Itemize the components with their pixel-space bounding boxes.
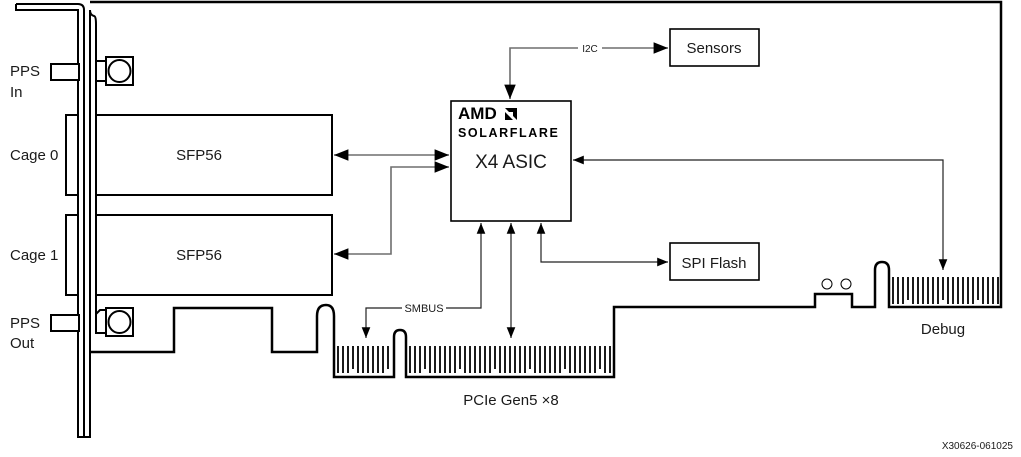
pps-in-label: PPS [10,63,40,80]
i2c-connection [504,42,668,99]
smbus-label: SMBUS [404,303,443,315]
figure-id: X30626-061025 [942,441,1014,452]
asic-name: X4 ASIC [475,152,547,173]
debug-edge-fingers [892,277,999,304]
pps-out-connector [50,307,134,337]
spi-flash-label: SPI Flash [681,255,746,272]
cage-0-label: Cage 0 [10,147,58,164]
pps-out-label-2: Out [10,335,35,352]
pps-out-label: PPS [10,315,40,332]
sfp1-label: SFP56 [176,247,222,264]
amd-brand: AMD [458,104,497,123]
asic-block [450,100,572,222]
spi-connection [536,223,668,267]
amd-logo-icon [505,108,517,120]
sfp-cage-1 [65,214,333,296]
sensors-block [669,28,760,67]
debug-connection [573,155,948,270]
led-icon [821,278,833,290]
sfp-cage-0 [65,114,333,196]
led-icon [840,278,852,290]
pps-in-connector [50,56,134,86]
cage-1-label: Cage 1 [10,247,58,264]
mounting-bracket [15,3,97,438]
debug-label: Debug [921,321,965,338]
solarflare-brand: SOLARFLARE [458,126,559,140]
pps-in-label-2: In [10,84,23,101]
pcie-edge-fingers [337,346,611,373]
sfp1-asic-connection [334,161,449,260]
smbus-connection [361,223,486,338]
i2c-label: I2C [582,44,598,55]
sfp0-label: SFP56 [176,147,222,164]
sensors-label: Sensors [686,40,741,57]
pcie-label: PCIe Gen5 ×8 [463,392,558,409]
